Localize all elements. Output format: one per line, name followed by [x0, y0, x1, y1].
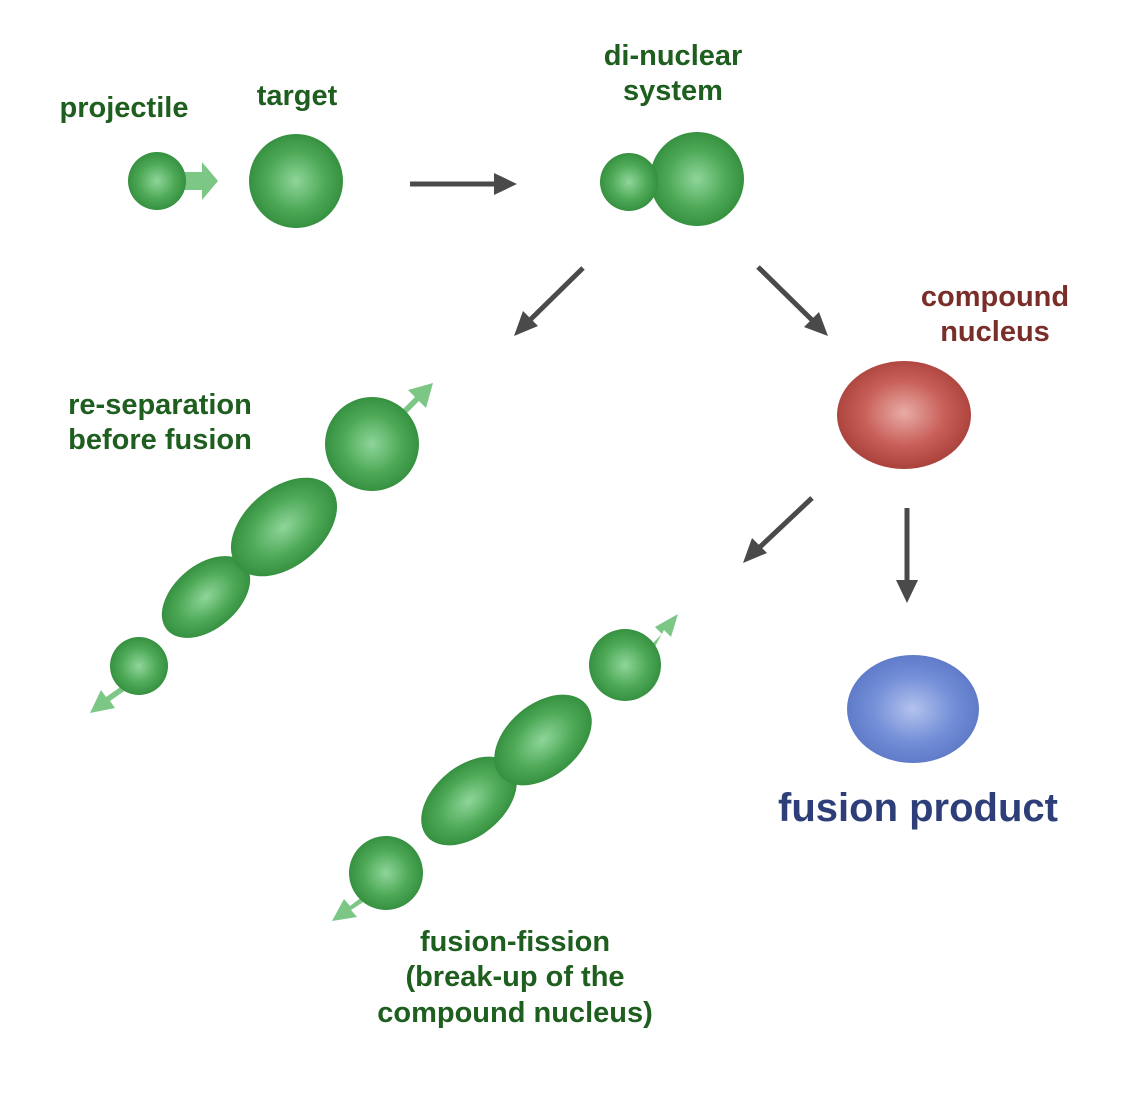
fusion-product-nucleus [847, 655, 979, 763]
fission-upper-arrow [648, 614, 678, 652]
target-nucleus [249, 134, 343, 228]
reseparation-lower-arrow [90, 683, 130, 713]
projectile-motion-arrow [178, 162, 218, 200]
fission-label-line2: (break-up of the [405, 961, 625, 994]
arrow-to-fission [743, 496, 814, 563]
reseparation-large-nucleus [325, 397, 419, 491]
fission-group [332, 614, 678, 921]
fission-label-line3: compound nucleus) [377, 996, 653, 1029]
reseparation-group [90, 383, 433, 713]
fusion-product-label: fusion product [778, 786, 1058, 830]
reseparation-fragment-large [230, 477, 338, 577]
dinuclear-label: di-nuclear system [578, 39, 768, 110]
arrow-to-dinuclear [410, 173, 517, 195]
projectile-label: projectile [59, 92, 189, 124]
arrow-to-compound [756, 265, 828, 336]
compound-label-line2: nucleus [940, 316, 1050, 349]
arrow-to-reseparation [514, 266, 585, 336]
dinuclear-label-line2: system [623, 75, 723, 108]
fission-upper-nucleus [589, 629, 661, 701]
dinuclear-large-nucleus [650, 132, 744, 226]
compound-nucleus [837, 361, 971, 469]
reseparation-label: re-separation before fusion [40, 388, 280, 459]
arrow-to-fusion-product [896, 508, 918, 603]
compound-nucleus-label: compound nucleus [895, 280, 1095, 351]
target-label: target [256, 80, 338, 112]
reseparation-label-line2: before fusion [68, 424, 252, 457]
fission-lower-nucleus [349, 836, 423, 910]
reseparation-upper-arrow [398, 383, 433, 418]
reseparation-small-nucleus [110, 637, 168, 695]
fission-fragment-lower [421, 756, 517, 846]
reseparation-fragment-small [161, 556, 251, 638]
reseparation-label-line1: re-separation [68, 389, 252, 421]
dinuclear-small-nucleus [600, 153, 658, 211]
compound-label-line1: compound [920, 281, 1070, 313]
dinuclear-label-line1: di-nuclear [603, 40, 743, 72]
fission-label-line1: fusion-fission [419, 926, 611, 958]
projectile-nucleus [128, 152, 186, 210]
fission-fragment-upper [494, 694, 592, 786]
fission-label: fusion-fission (break-up of the compound… [345, 925, 685, 1031]
